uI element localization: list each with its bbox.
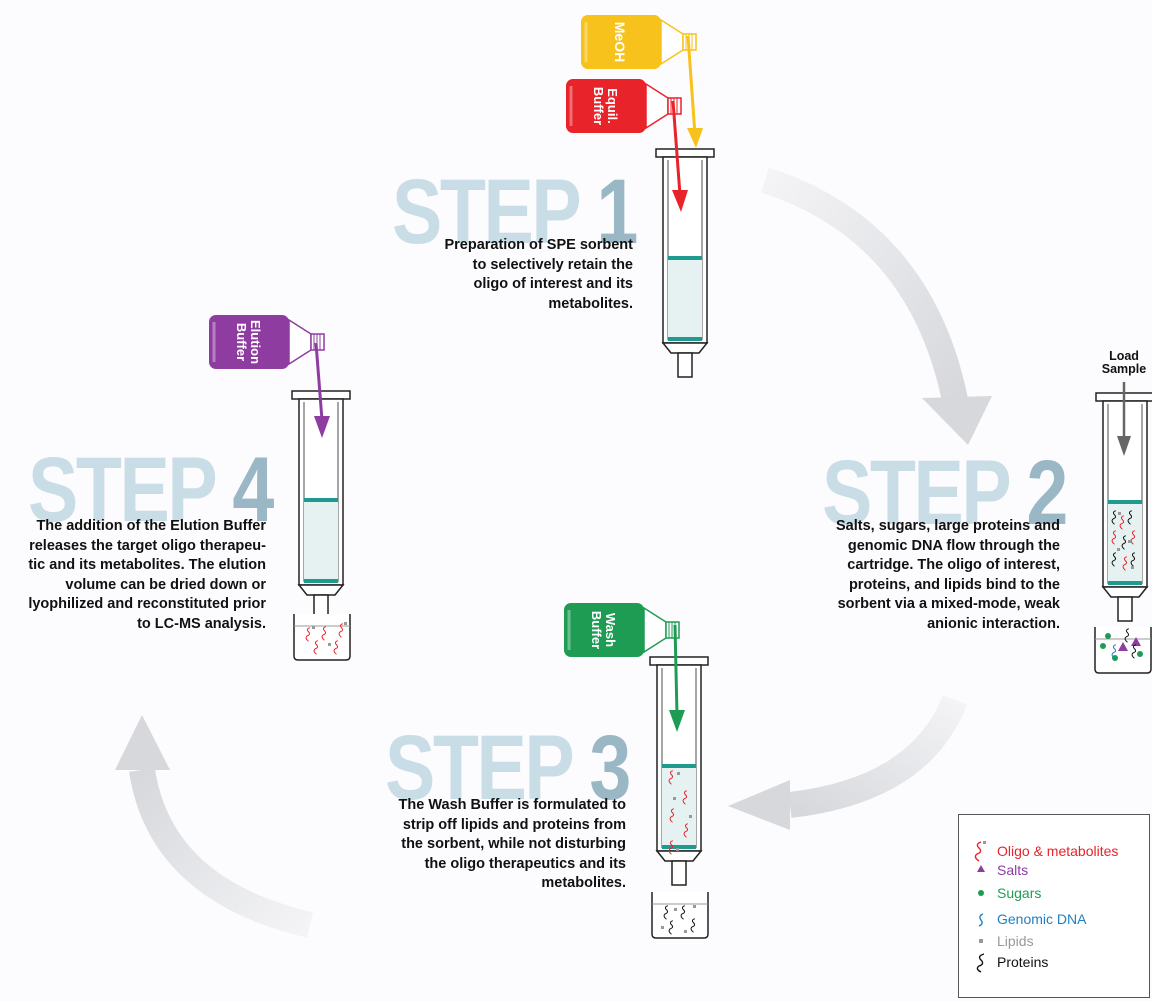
legend-proteins: Proteins (997, 954, 1049, 970)
step4-eluate (305, 622, 347, 655)
step2-description: Salts, sugars, large proteins and genomi… (835, 518, 1060, 632)
load-sample-label: Load Sample (1101, 349, 1147, 376)
legend-salts: Salts (997, 862, 1029, 878)
legend-lipids: Lipids (997, 933, 1034, 949)
dna-icon (978, 913, 984, 927)
step2-title: STEP 2 (822, 442, 1068, 544)
legend-oligo: Oligo & metabolites (997, 843, 1119, 859)
step4-title: STEP 4 (28, 439, 274, 541)
cycle-arrow-1-to-2 (760, 167, 968, 403)
protein-icon (976, 953, 985, 973)
cycle-arrow-2-to-3 (788, 694, 968, 818)
square-icon (979, 939, 983, 943)
meoh-bottle-label: MeOH (611, 21, 628, 63)
cycle-arrow-head-1 (922, 396, 992, 445)
legend-genomic-dna: Genomic DNA (997, 911, 1087, 927)
step3-beaker (651, 891, 709, 939)
legend-sugars: Sugars (997, 885, 1042, 901)
oligo-icon (974, 841, 986, 862)
elution-flow-arrow (314, 342, 324, 421)
equil-buffer-label: Equil. Buffer (591, 86, 620, 126)
dot-icon (978, 890, 984, 896)
triangle-icon (977, 865, 985, 872)
step1-title: STEP 1 (392, 161, 638, 263)
step4-description: The addition of the Elution Buffer relea… (28, 518, 266, 632)
wash-flow-arrow (673, 624, 679, 716)
step3-waste (661, 905, 696, 935)
step1-description: Preparation of SPE sorbent to selectivel… (444, 237, 633, 312)
legend-icons (974, 841, 986, 973)
step2-bound-molecules (1111, 510, 1136, 571)
cycle-arrow-3-to-4 (129, 767, 313, 938)
equil-flow-arrow (671, 100, 682, 196)
step3-description: The Wash Buffer is formulated to strip o… (398, 797, 626, 891)
step3-title: STEP 3 (385, 717, 631, 819)
cycle-arrow-head-2 (728, 780, 790, 830)
elution-buffer-label: Elution Buffer (233, 319, 263, 365)
legend: Oligo & metabolites Salts Sugars Genomic… (958, 814, 1150, 998)
step3-bound-oligos (668, 770, 692, 855)
wash-buffer-label: Wash Buffer (589, 610, 618, 650)
cycle-arrow-head-3 (115, 715, 170, 770)
meoh-flow-arrow (686, 35, 697, 136)
step2-flowthrough (1100, 628, 1143, 661)
step1-cartridge (655, 148, 715, 378)
